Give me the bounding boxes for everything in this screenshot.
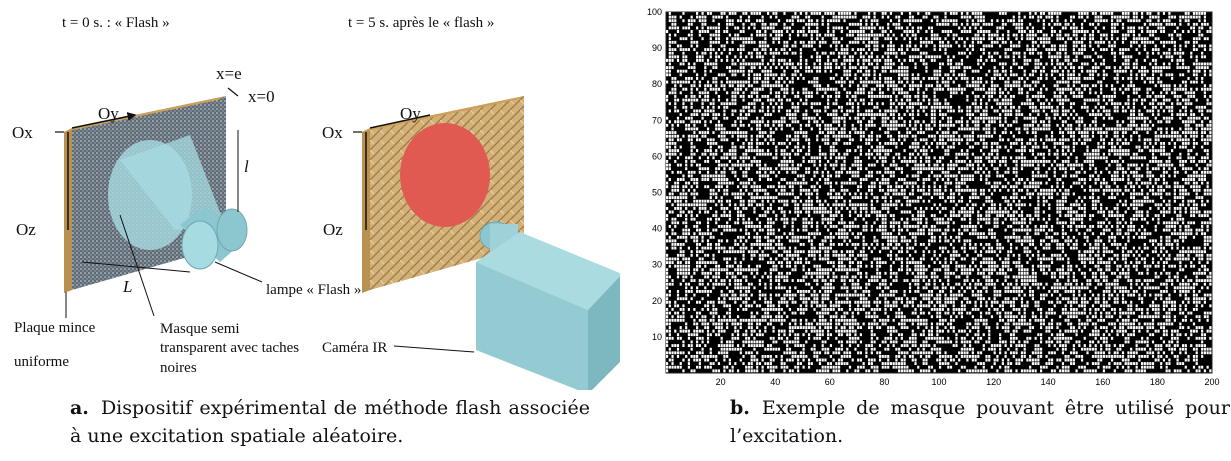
- hotspot: [400, 123, 490, 227]
- caption-a-text: Dispositif expérimental de méthode flash…: [70, 397, 590, 447]
- lamp-label: lampe « Flash »: [266, 282, 361, 298]
- plate-t0: [64, 96, 248, 293]
- caption-b: b.Exemple de masque pouvant être utilisé…: [730, 394, 1230, 450]
- x-tick-label: 60: [825, 377, 835, 387]
- label-x-e: x=e: [216, 64, 242, 83]
- x-tick-label: 120: [986, 377, 1001, 387]
- y-tick-label: 100: [647, 7, 662, 17]
- mask-label-1: Masque semi: [160, 321, 240, 337]
- title-t0: t = 0 s. : « Flash »: [62, 15, 170, 31]
- y-tick-label: 70: [652, 115, 662, 125]
- mask-label-3: noires: [160, 360, 197, 376]
- plate-label-1: Plaque mince: [14, 320, 96, 336]
- y-tick-label: 10: [652, 332, 662, 342]
- flash-lamp: [180, 206, 248, 270]
- label-oz: Oz: [16, 220, 36, 239]
- title-t5: t = 5 s. après le « flash »: [348, 15, 494, 31]
- y-tick-label: 40: [652, 224, 662, 234]
- y-tick-label: 50: [652, 188, 662, 198]
- mask-label-2: transparent avec taches: [160, 340, 299, 356]
- y-tick-label: 30: [652, 260, 662, 270]
- x-tick-label: 200: [1204, 377, 1219, 387]
- dim-L: L: [122, 277, 132, 296]
- label-ox: Ox: [12, 123, 33, 142]
- experimental-setup-diagram: t = 0 s. : « Flash » t = 5 s. après le «…: [12, 15, 620, 390]
- x-tick-label: 100: [931, 377, 946, 387]
- x-tick-label: 80: [879, 377, 889, 387]
- light-spot: [108, 140, 192, 250]
- label-oz-2: Oz: [323, 220, 343, 239]
- plate-label-2: uniforme: [14, 354, 69, 370]
- x-axis-ticks: 20 40 60 80 100 120 140 160 180 200: [716, 377, 1220, 387]
- ir-camera: [476, 221, 620, 390]
- label-ox-2: Ox: [322, 123, 343, 142]
- label-x-0: x=0: [248, 87, 275, 106]
- camera-label: Caméra IR: [322, 340, 387, 356]
- x-tick-label: 140: [1041, 377, 1056, 387]
- y-tick-label: 20: [652, 296, 662, 306]
- thickness-arrow: [227, 87, 239, 97]
- caption-b-letter: b.: [730, 397, 750, 419]
- y-tick-label: 90: [652, 43, 662, 53]
- caption-b-text: Exemple de masque pouvant être utilisé p…: [730, 397, 1230, 447]
- y-tick-label: 60: [652, 151, 662, 161]
- x-tick-label: 180: [1150, 377, 1165, 387]
- x-tick-label: 40: [770, 377, 780, 387]
- random-mask-plot: 100 90 80 70 60 50 40 30 20 10 20 40 60 80 100 120 140 1…: [647, 7, 1220, 387]
- y-tick-label: 80: [652, 79, 662, 89]
- label-oy: Oy: [98, 104, 119, 123]
- dim-l: l: [244, 157, 249, 176]
- caption-a: a.Dispositif expérimental de méthode fla…: [70, 394, 590, 450]
- x-tick-label: 160: [1095, 377, 1110, 387]
- caption-a-letter: a.: [70, 397, 89, 419]
- x-tick-label: 20: [716, 377, 726, 387]
- y-axis-ticks: 100 90 80 70 60 50 40 30 20 10: [647, 7, 662, 342]
